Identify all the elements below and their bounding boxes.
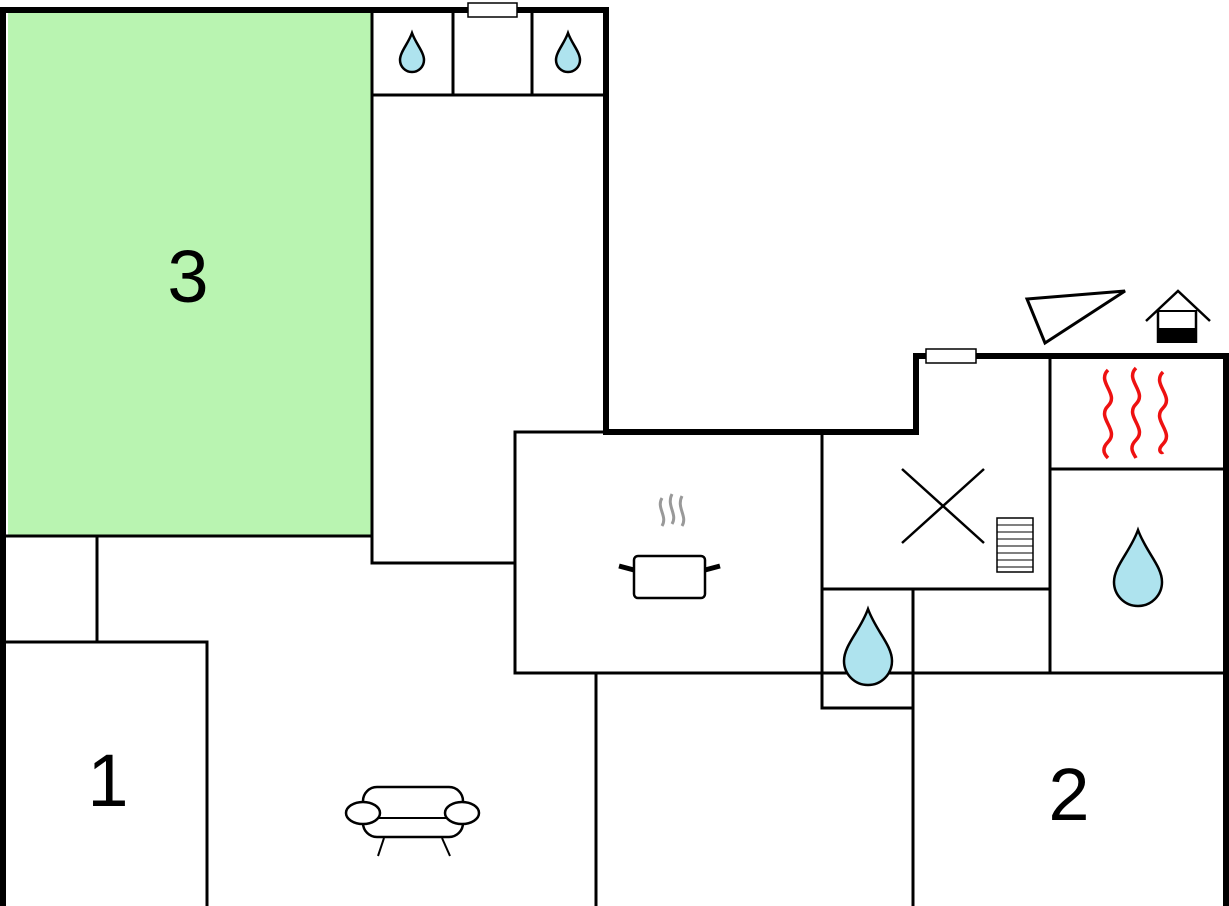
window: [467, 2, 518, 18]
window: [925, 348, 977, 364]
room-1-label: 1: [87, 739, 128, 822]
water-drop-icon: [398, 29, 426, 74]
sauna-heat-icon: [1102, 366, 1169, 460]
cooking-pot-icon: [618, 493, 721, 600]
room-2-label: 2: [1048, 753, 1089, 836]
house-icon: [1145, 289, 1211, 343]
exterior-wall: [0, 7, 1229, 906]
stairs-icon: [996, 517, 1034, 573]
water-drop-icon: [1112, 526, 1164, 608]
room-3-fill: [8, 12, 372, 536]
water-drop-icon: [842, 605, 894, 687]
water-drop-icon: [554, 29, 582, 74]
sofa-icon: [344, 785, 481, 857]
north-arrow-icon: [1024, 289, 1126, 346]
fireplace-x-icon: [901, 468, 985, 544]
room-3-label: 3: [167, 235, 208, 318]
